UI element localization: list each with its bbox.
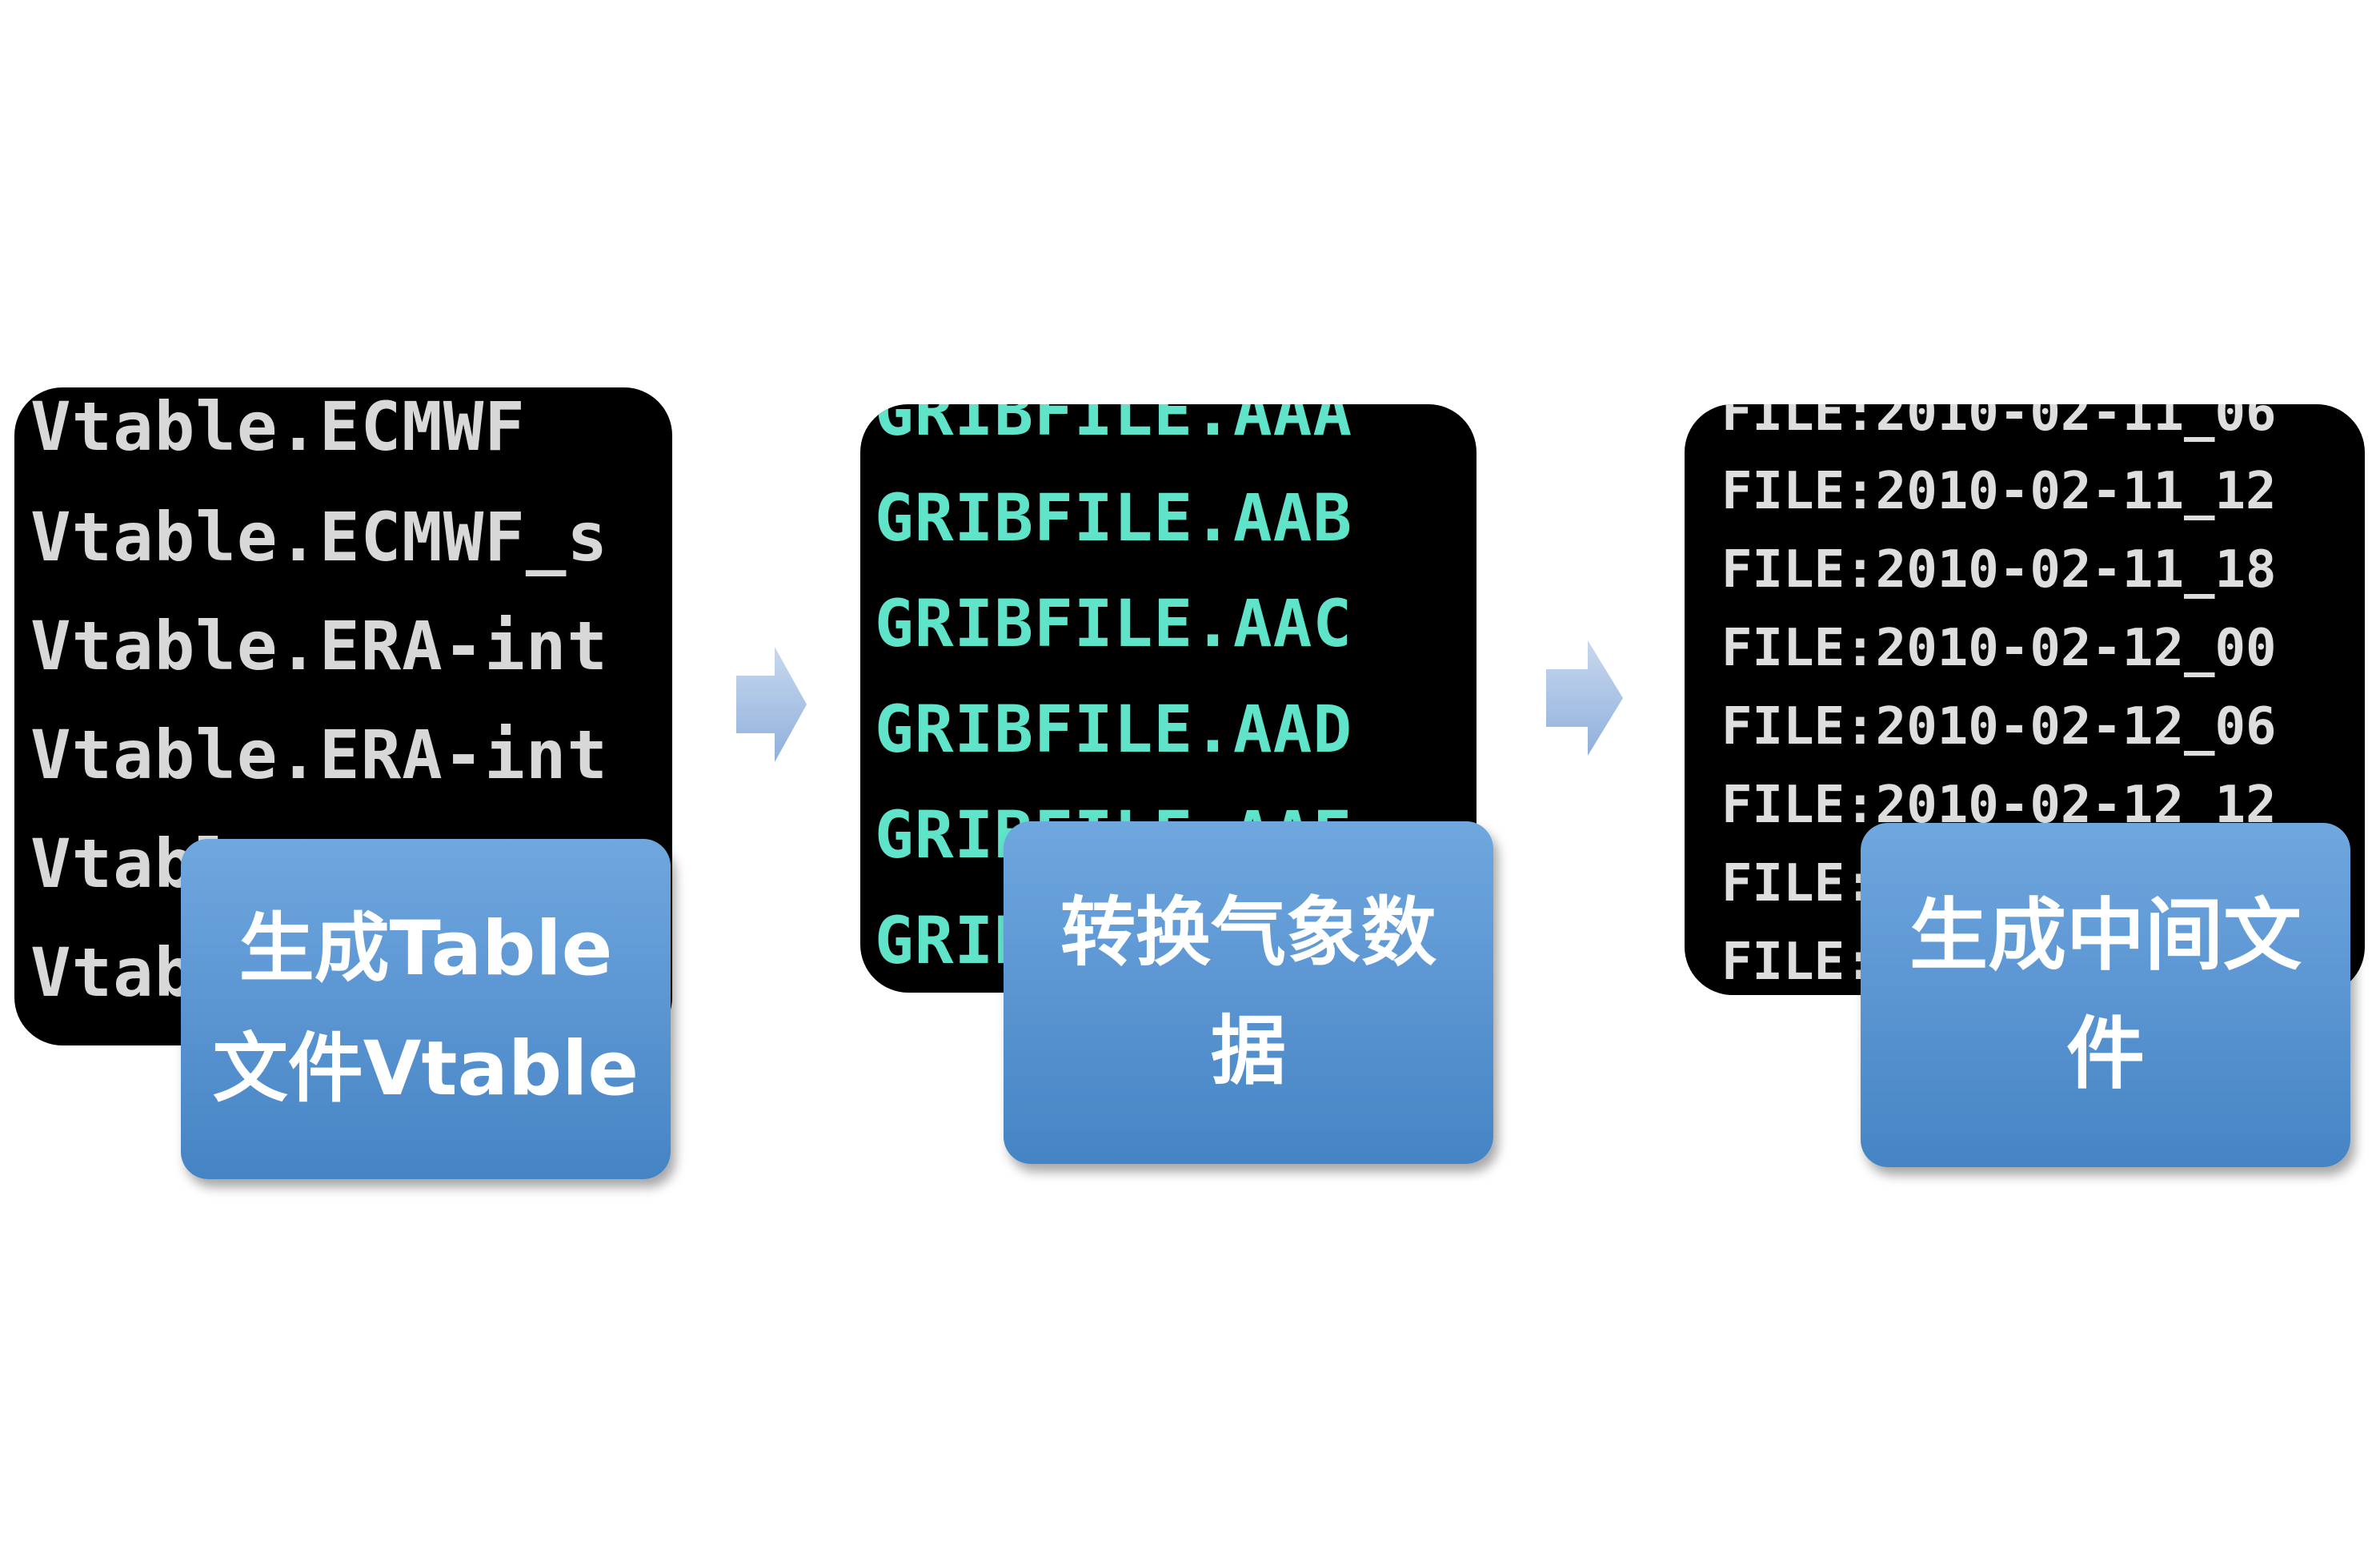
step-2-label: 转换气象数 据 bbox=[1004, 821, 1493, 1164]
intermediate-file-line: FILE:2010-02-12_00 bbox=[1721, 619, 2277, 678]
vtable-list-panel: Vtable.ECMWF Vtable.ECMWF_s Vtable.ERA-i… bbox=[14, 387, 672, 1045]
gribfile-line: GRIBFILE.AAD bbox=[875, 692, 1353, 768]
gribfile-line: GRIBFILE.AAB bbox=[875, 481, 1353, 556]
step-3-label: 生成中间文 件 bbox=[1861, 823, 2350, 1167]
step-2-label-line: 转换气象数 bbox=[1060, 889, 1436, 977]
step-1-label-line: 生成Table bbox=[238, 905, 613, 993]
step-2-label-line: 据 bbox=[1210, 1008, 1286, 1095]
vtable-line: Vtable.ECMWF_s bbox=[30, 498, 609, 576]
flow-arrow-icon bbox=[1546, 640, 1623, 756]
step-3-label-line: 生成中间文 bbox=[1909, 890, 2302, 981]
intermediate-file-line: FILE:2010-02-11_12 bbox=[1721, 462, 2277, 521]
gribfile-line: GRIBFILE.AAA bbox=[875, 404, 1353, 451]
vtable-line: Vtable.ERA-int bbox=[30, 607, 609, 685]
gribfile-line: GRIBFILE.AAC bbox=[875, 587, 1353, 662]
intermediate-file-line: FILE:2010-02-12_06 bbox=[1721, 697, 2277, 756]
step-1-label-line: 文件Vtable bbox=[212, 1025, 639, 1113]
step-1-label: 生成Table 文件Vtable bbox=[181, 839, 671, 1179]
intermediate-file-line: FILE:2010-02-11_06 bbox=[1721, 404, 2277, 443]
flow-arrow-icon bbox=[736, 647, 807, 762]
vtable-line: Vtable.ERA-int bbox=[30, 716, 609, 794]
vtable-line: Vtable.ECMWF bbox=[30, 387, 526, 466]
intermediate-file-line: FILE:2010-02-11_18 bbox=[1721, 540, 2277, 600]
step-3-label-line: 件 bbox=[2065, 1009, 2145, 1100]
